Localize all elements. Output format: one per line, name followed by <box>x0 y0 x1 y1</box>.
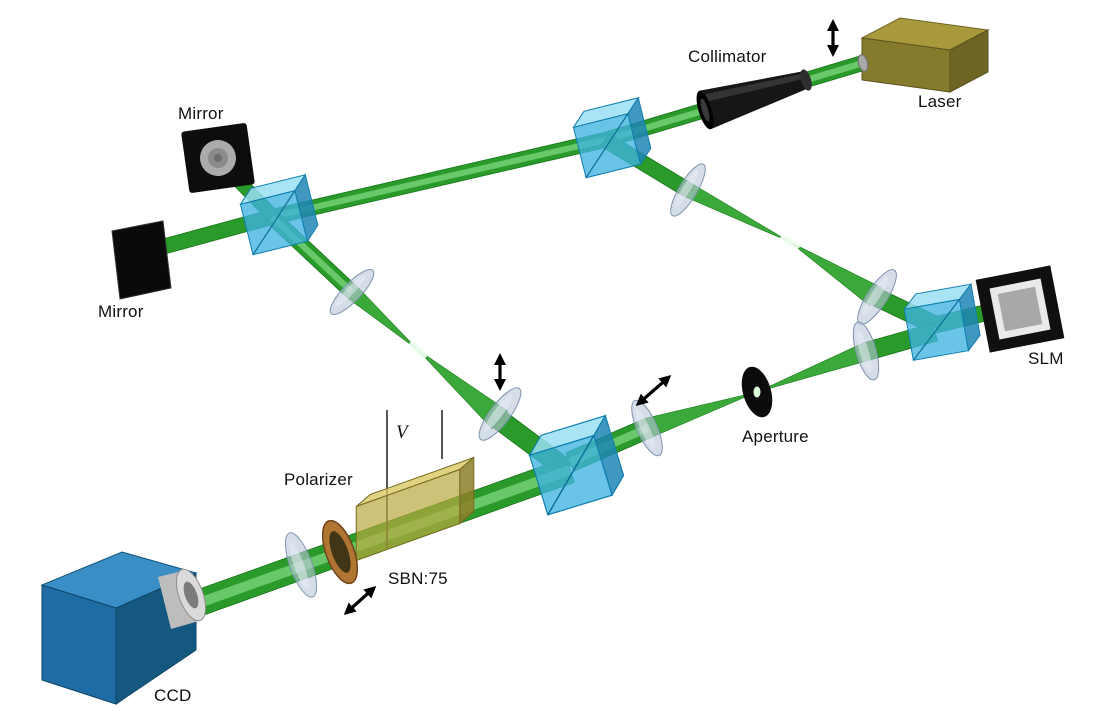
slm-panel <box>975 265 1065 353</box>
beam-splitter-top <box>572 96 652 179</box>
beam-splitter-left <box>239 173 319 256</box>
aperture-label: Aperture <box>742 427 809 446</box>
lens <box>670 163 706 217</box>
aperture-disc <box>741 366 773 418</box>
slm-label: SLM <box>1028 349 1064 368</box>
mirror-top-label: Mirror <box>178 104 224 123</box>
lens <box>857 269 897 325</box>
double-arrow-icon <box>635 375 672 406</box>
lens <box>284 532 318 598</box>
beam-highlight <box>271 137 606 220</box>
beam-splitter-slm <box>903 282 981 361</box>
mirror-top-mount <box>181 123 255 193</box>
laser-box <box>857 17 990 93</box>
ccd-label: CCD <box>154 686 192 705</box>
crystal-label: SBN:75 <box>388 569 448 588</box>
lens <box>631 399 663 457</box>
collimator-body <box>696 69 812 130</box>
polarizer-ring <box>321 519 359 585</box>
lens <box>329 269 375 315</box>
focus-glow <box>409 342 427 358</box>
polarizer-label: Polarizer <box>284 470 353 489</box>
voltage-label: V <box>396 422 408 443</box>
beam-cone-aperture-to-lens6 <box>644 391 758 438</box>
polarization-arrows <box>343 19 839 615</box>
beam-cone-lens3-to-focus <box>683 183 791 243</box>
ccd-camera <box>40 551 207 705</box>
laser-label: Laser <box>918 92 962 111</box>
collimator-label: Collimator <box>688 47 767 66</box>
double-arrow-icon <box>343 586 377 615</box>
focus-glow <box>780 235 800 249</box>
beam-cone-lens5-to-aperture <box>756 342 868 393</box>
mirror-left-plate <box>111 220 172 300</box>
sbn-crystal <box>355 456 475 562</box>
lens <box>478 387 522 441</box>
mirror-left-label: Mirror <box>98 302 144 321</box>
beam-paths <box>137 54 1008 621</box>
lenses <box>284 163 897 598</box>
lens <box>852 321 880 381</box>
beam-splitter-center <box>528 414 625 516</box>
